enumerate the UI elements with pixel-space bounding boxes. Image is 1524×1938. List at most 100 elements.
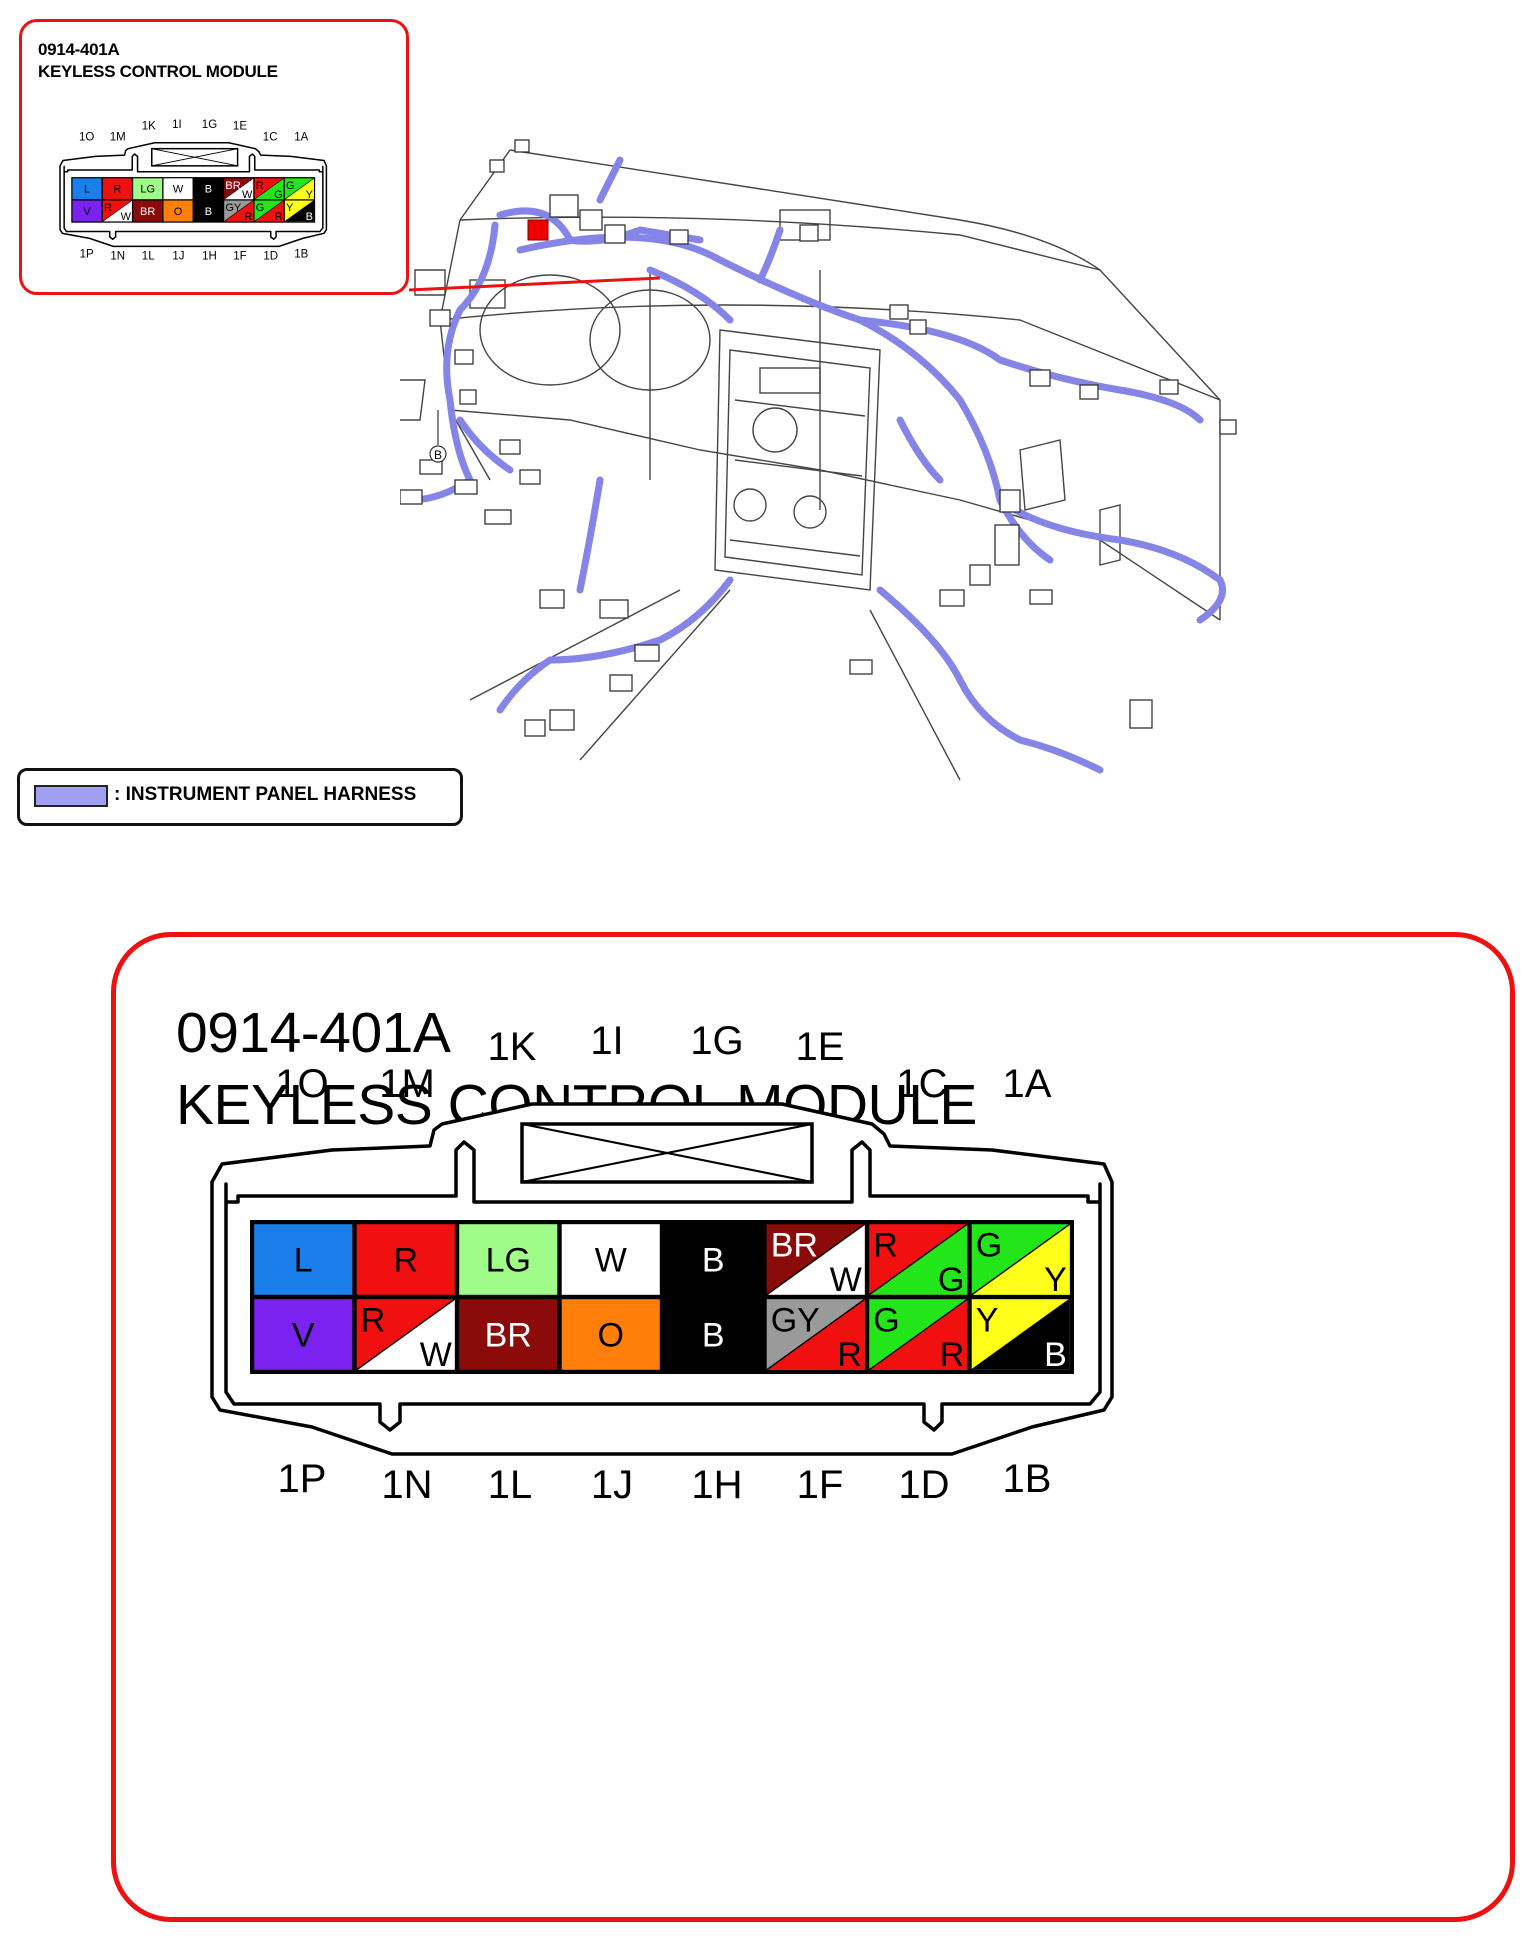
wire-color-code: BR [140,206,155,218]
legend-swatch [34,785,108,807]
ground-marker-label: B [434,448,442,462]
stripe-divider [868,1223,968,1296]
pin-label-bottom: 1N [381,1463,432,1507]
pin-cavity: RW [102,200,133,223]
wire-color-code: BR [771,1227,818,1265]
ground-marker-icon [429,445,447,463]
wire-stripe-code: R [244,211,252,223]
connector-housing-inner [224,1140,1102,1432]
wire-stripe-code: R [275,211,283,223]
wire-color-code: V [292,1317,315,1355]
pin-label-bottom: 1B [1003,1457,1052,1501]
pin-cavity: O [163,200,193,222]
wire-color-fill [664,1299,763,1370]
wire-color-fill [163,200,193,222]
pin-cavity: BRW [224,178,254,201]
wire-color-code: R [256,180,264,192]
pin-label-bottom: 1H [202,250,217,262]
wire-color-fill [102,178,132,200]
wire-color-code: GY [225,202,242,214]
pin-label-bottom: 1F [797,1463,844,1507]
wire-color-code: G [256,202,265,214]
wire-color-code: LG [140,184,155,196]
wire-color-code: R [393,1242,418,1280]
connector-detail: 0914-401A KEYLESS CONTROL MODULE LRLGWBB… [111,932,1515,1922]
wire-stripe-code: Y [306,189,314,201]
stripe-divider [868,1298,968,1371]
wire-color-code: GY [771,1302,820,1340]
pin-cavity: GY R [766,1298,866,1374]
pin-label-bottom: 1L [488,1463,533,1507]
wire-color-fill [254,1299,353,1370]
pin-label-top: 1C [263,132,278,144]
pin-label-top: 1O [275,1062,328,1106]
wire-color-code: R [113,184,121,196]
pin-label-bottom: 1D [263,250,278,262]
pin-cavity: W [163,178,193,200]
wire-stripe-code: W [242,189,253,201]
stripe-divider [284,200,315,222]
pin-cavity: GY [971,1223,1071,1299]
pin-label-top: 1K [488,1025,537,1069]
keyless-module-location [527,219,549,241]
pin-cavity: R [356,1224,455,1295]
wire-stripe-code: B [306,211,313,223]
latch-cross-line [521,1122,813,1184]
pin-label-bottom: 1P [80,249,94,261]
wire-stripe-code: Y [1044,1261,1067,1299]
pin-label-top: 1M [379,1062,435,1106]
pin-label-top: 1I [590,1019,623,1063]
pin-cavity: W [561,1224,660,1295]
pin-cavity: V [72,200,102,222]
instrument-panel-drawing: B [400,139,1237,781]
wire-color-fill [163,178,193,200]
pin-label-top: 1G [202,119,217,131]
stripe-divider [254,200,284,222]
pin-cavity: L [72,178,102,200]
pin-cavity: LG [459,1224,558,1295]
stripe-divider [224,200,254,222]
stripe-divider [971,1223,1071,1296]
wire-color-code: L [294,1242,313,1280]
pin-label-top: 1E [233,121,247,133]
wire-color-code: G [286,180,295,192]
pin-cavity: O [561,1299,660,1370]
pin-label-bottom: 1P [278,1457,327,1501]
wire-color-fill [561,1224,660,1295]
stripe-divider [766,1223,866,1296]
pin-cavity: B [193,200,223,222]
wire-color-fill [72,178,102,200]
stripe-divider [102,200,133,222]
wire-stripe-code: W [420,1336,452,1374]
pin-cavity: BR [459,1299,558,1370]
legend-box: : INSTRUMENT PANEL HARNESS [17,768,463,826]
wire-color-code: R [873,1227,898,1265]
pin-label-bottom: 1B [294,249,308,261]
legend-label: : INSTRUMENT PANEL HARNESS [114,784,417,805]
wire-color-code: O [598,1317,624,1355]
pin-label-top: 1G [690,1019,743,1063]
inset-module-name: KEYLESS CONTROL MODULE [38,62,278,81]
stripe-divider [356,1298,456,1371]
wire-stripe-code: G [938,1261,964,1299]
wire-color-code: BR [225,180,240,192]
wire-color-code: W [595,1242,627,1280]
pin-cavity: GR [254,200,284,223]
pin-label-top: 1E [796,1025,845,1069]
pin-label-top: 1K [142,121,156,133]
pin-label-top: 1I [172,119,182,131]
pin-cavity: L [254,1224,353,1295]
stripe-divider [284,178,315,200]
wire-color-fill [133,178,163,200]
pin-label-top: 1O [79,132,94,144]
wire-stripe-code: R [837,1336,862,1374]
stripe-divider [254,178,284,200]
inset-leader-line [408,276,661,292]
wire-color-code: Y [286,202,294,214]
pin-cavity: B [664,1299,763,1370]
stripe-divider [224,178,254,200]
stripe-divider [971,1298,1071,1371]
